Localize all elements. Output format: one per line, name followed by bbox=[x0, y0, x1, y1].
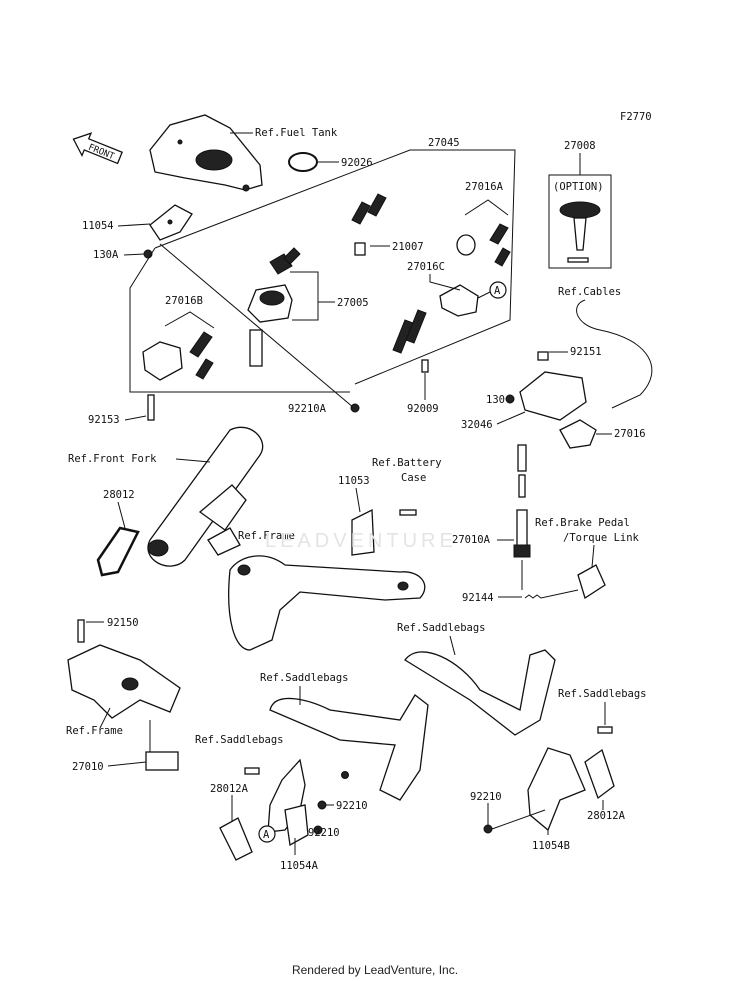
seat-lock-bracket bbox=[519, 351, 597, 449]
front-fork bbox=[147, 426, 264, 567]
label-92150: 92150 bbox=[107, 617, 139, 629]
label-ref-saddlebags-m: Ref.Saddlebags bbox=[260, 672, 349, 684]
group-outline-27045 bbox=[154, 149, 516, 385]
label-ref-brake-1: Ref.Brake Pedal bbox=[535, 517, 630, 529]
label-ref-saddlebags-rr: Ref.Saddlebags bbox=[558, 688, 647, 700]
label-92009: 92009 bbox=[407, 403, 439, 415]
pad-28012a-right bbox=[584, 748, 615, 800]
lock-set-27016a bbox=[456, 223, 511, 267]
nut-92210-mid bbox=[341, 771, 349, 779]
label-27016a: 27016A bbox=[465, 181, 504, 193]
lock-set-27016b bbox=[142, 331, 214, 381]
bolt-92153 bbox=[147, 394, 155, 421]
brake-switch-27010 bbox=[145, 720, 179, 771]
ignition-switch-27005 bbox=[247, 247, 301, 367]
pad-28012a-left bbox=[219, 817, 253, 861]
nut-92210-a bbox=[317, 800, 327, 810]
label-32046: 32046 bbox=[461, 419, 493, 431]
label-92153: 92153 bbox=[88, 414, 120, 426]
label-130a: 130A bbox=[93, 249, 119, 261]
label-ref-saddlebags-l: Ref.Saddlebags bbox=[195, 734, 284, 746]
fuel-tank-cover bbox=[149, 114, 263, 192]
master-cylinder bbox=[67, 644, 181, 719]
bracket-11054b bbox=[527, 747, 586, 832]
label-ref-fuel-tank: Ref.Fuel Tank bbox=[255, 127, 338, 139]
lock-set-27016c bbox=[392, 284, 479, 354]
bolt-left bbox=[244, 767, 260, 775]
pad-28012 bbox=[96, 526, 140, 577]
label-27010a: 27010A bbox=[452, 534, 491, 546]
bracket-11054 bbox=[149, 204, 193, 241]
screw-92009 bbox=[421, 359, 429, 373]
marker-a-top-label: A bbox=[494, 285, 501, 297]
label-92210-a: 92210 bbox=[336, 800, 368, 812]
screw-92150 bbox=[77, 619, 85, 643]
label-21007: 21007 bbox=[392, 241, 424, 253]
label-27005: 27005 bbox=[337, 297, 369, 309]
group-outline-27016b bbox=[129, 247, 350, 393]
bolt-right bbox=[597, 726, 613, 734]
label-92210-right: 92210 bbox=[470, 791, 502, 803]
label-ref-brake-2: /Torque Link bbox=[563, 532, 640, 544]
saddlebag-stay-middle bbox=[269, 694, 429, 801]
label-ref-cables: Ref.Cables bbox=[558, 286, 621, 298]
key-blank-icon bbox=[559, 201, 601, 263]
label-ref-front-fork: Ref.Front Fork bbox=[68, 453, 157, 465]
watermark: LEADVENTURE bbox=[265, 530, 457, 552]
label-92210-b: 92210 bbox=[308, 827, 340, 839]
grommet-92026 bbox=[288, 152, 318, 172]
label-92210a: 92210A bbox=[288, 403, 327, 415]
label-ref-frame-bottom: Ref.Frame bbox=[66, 725, 123, 737]
option-label: (OPTION) bbox=[553, 181, 604, 193]
bracket-11054a bbox=[267, 758, 309, 847]
label-ref-battery-1: Ref.Battery bbox=[372, 457, 442, 469]
front-arrow-icon: FRONT bbox=[72, 132, 123, 165]
marker-a-top bbox=[489, 281, 507, 299]
bolt-130 bbox=[505, 394, 515, 404]
label-ref-saddlebags-r: Ref.Saddlebags bbox=[397, 622, 486, 634]
label-27008: 27008 bbox=[564, 140, 596, 152]
nut-92210-b bbox=[313, 825, 323, 835]
label-28012: 28012 bbox=[103, 489, 135, 501]
label-130: 130 bbox=[486, 394, 505, 406]
bracket-11053 bbox=[351, 508, 417, 556]
label-11053: 11053 bbox=[338, 475, 370, 487]
label-27016b: 27016B bbox=[165, 295, 203, 307]
label-ref-frame-top: Ref.Frame bbox=[238, 530, 295, 542]
key-set-21007 bbox=[351, 193, 387, 256]
marker-a-bottom-label: A bbox=[263, 829, 270, 841]
label-11054a: 11054A bbox=[280, 860, 319, 872]
spring-92144 bbox=[524, 589, 579, 599]
label-11054: 11054 bbox=[82, 220, 114, 232]
label-92144: 92144 bbox=[462, 592, 494, 604]
label-ref-battery-2: Case bbox=[401, 472, 426, 484]
nut-92210-right bbox=[483, 824, 493, 834]
footer-credit: Rendered by LeadVenture, Inc. bbox=[291, 963, 459, 977]
figure-code: F2770 bbox=[620, 111, 652, 123]
label-92151: 92151 bbox=[570, 346, 602, 358]
label-27010: 27010 bbox=[72, 761, 104, 773]
label-92026: 92026 bbox=[341, 157, 373, 169]
saddlebag-stay-right bbox=[404, 649, 556, 736]
label-27016c: 27016C bbox=[407, 261, 445, 273]
label-27045: 27045 bbox=[428, 137, 460, 149]
nut-92210a bbox=[350, 403, 360, 413]
label-28012a-left: 28012A bbox=[210, 783, 249, 795]
frame bbox=[228, 555, 426, 651]
label-28012a-right: 28012A bbox=[587, 810, 626, 822]
label-27016: 27016 bbox=[614, 428, 646, 440]
torque-link bbox=[577, 564, 606, 600]
brake-switch-27010a bbox=[513, 444, 531, 590]
label-11054b: 11054B bbox=[532, 840, 570, 852]
marker-a-bottom bbox=[258, 825, 276, 843]
